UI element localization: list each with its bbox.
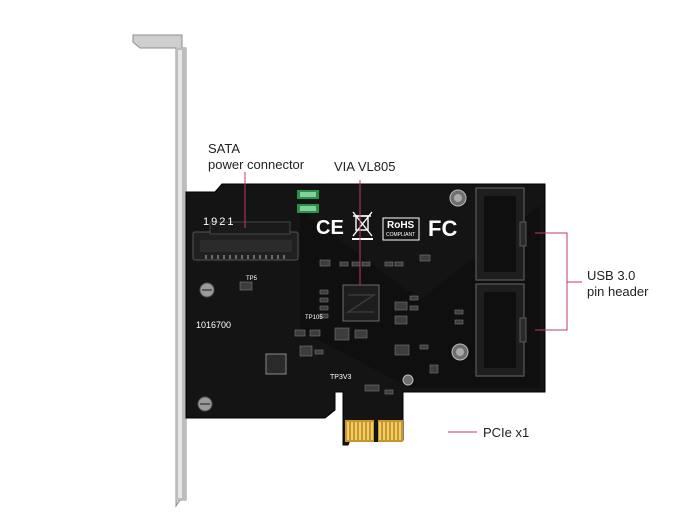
ce-mark: CE (316, 217, 344, 239)
usb3-pin-header-top (475, 187, 527, 281)
smd-components (239, 254, 464, 395)
rohs-mark: RoHS (387, 220, 415, 231)
fcc-mark: FC (428, 216, 458, 241)
testpoint-105: TP105 (305, 315, 323, 321)
callout-usb3-pin-header: USB 3.0 pin header (587, 268, 649, 299)
callout-sata-power-connector: SATA power connector (208, 141, 305, 172)
date-code: 1921 (203, 216, 236, 228)
rohs-compliant: COMPLIANT (386, 232, 416, 238)
pcie-gold-fingers (345, 418, 403, 442)
callout-via-vl805: VIA VL805 (334, 159, 396, 174)
usb3-pin-header-bottom (475, 283, 527, 377)
sata-power-connector (192, 221, 299, 261)
callout-lines (244, 172, 582, 433)
weee-icon (352, 211, 373, 240)
capacitor-bottom (451, 343, 469, 361)
capacitor-top (449, 189, 467, 207)
via-vl805-chip (342, 284, 380, 322)
testpoint-5: TP5 (246, 276, 258, 282)
rohs-box (382, 217, 420, 241)
mounting-bracket (132, 34, 187, 508)
serial-number: 1016700 (196, 320, 232, 330)
testpoint-3v3: TP3V3 (330, 374, 352, 381)
callout-pcie-x1: PCIe x1 (483, 425, 530, 440)
screw-bottom (197, 396, 213, 412)
capacitor-right (402, 374, 414, 386)
fuses (297, 190, 319, 213)
mosfet (265, 353, 287, 375)
screw-top (199, 282, 215, 298)
